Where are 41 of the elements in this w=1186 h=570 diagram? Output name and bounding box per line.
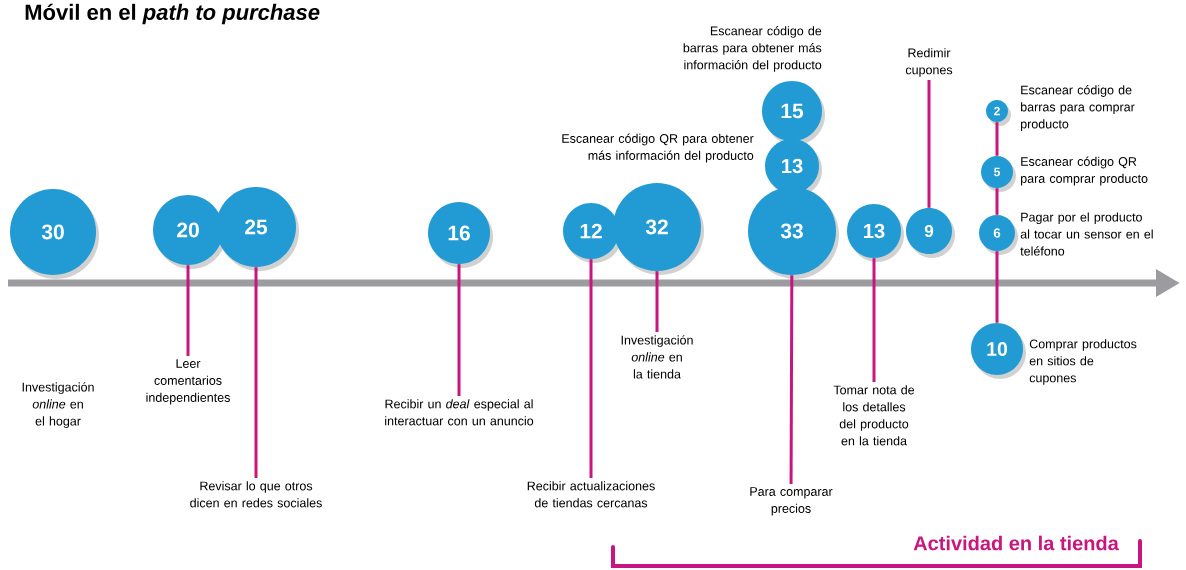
number-bubble: 6 — [979, 215, 1018, 255]
description-text: Escanear código de barras para comprar producto — [1021, 85, 1135, 131]
description-text: Investigación online en el hogar — [22, 382, 94, 428]
description-text: Escanear código QR para obtener más información del producto — [562, 133, 754, 163]
leader-line — [186, 265, 190, 356]
leader-line — [995, 188, 999, 215]
number-bubble: 2 — [986, 100, 1011, 126]
description-text: Revisar lo que otros dicen en redes sociales — [190, 481, 322, 508]
title: Móvil en el path to purchase — [25, 3, 320, 25]
description-text: Pagar por el producto al tocar un sensor en el teléfono — [1020, 212, 1153, 256]
leader-line — [655, 271, 659, 332]
leader-line — [995, 122, 999, 156]
number-bubble: 5 — [981, 156, 1016, 192]
leader-line — [927, 80, 931, 208]
description-text: Comprar productos en sitios de cupones — [1029, 339, 1137, 385]
number-bubble: 9 — [906, 208, 955, 258]
description-text: Redimir cupones — [905, 48, 953, 77]
section-label: Actividad en la tienda — [913, 535, 1119, 551]
number-bubble: 33 — [748, 187, 839, 279]
leader-line — [995, 251, 999, 323]
number-bubble: 25 — [216, 187, 299, 271]
description-text: Escanear código QR para comprar producto — [1021, 156, 1148, 186]
leader-line — [589, 259, 593, 478]
description-text: Tomar nota de los detalles del producto en la tienda — [833, 385, 915, 446]
leader-line — [872, 258, 876, 382]
description-text: Investigación online en la tienda — [621, 335, 693, 379]
leader-line — [457, 264, 461, 396]
leader-line — [254, 267, 258, 478]
number-bubble: 10 — [971, 323, 1026, 379]
number-bubble: 20 — [153, 195, 226, 269]
number-bubble: 15 — [762, 81, 825, 145]
number-bubble: 13 — [847, 204, 904, 262]
description-text: Escanear código de barras para obtener más información del producto — [683, 26, 822, 72]
number-bubble: 16 — [428, 202, 493, 268]
description-text: Leer comentarios independientes — [146, 359, 230, 405]
description-text: Recibir actualizaciones de tiendas cercanas — [527, 481, 655, 508]
number-bubble: 30 — [10, 189, 99, 279]
leader-line — [789, 275, 794, 484]
number-bubble: 32 — [613, 183, 704, 275]
description-text: Recibir un deal especial al interactuar con un anuncio — [385, 399, 534, 426]
description-text: Para comparar precios — [750, 487, 833, 516]
